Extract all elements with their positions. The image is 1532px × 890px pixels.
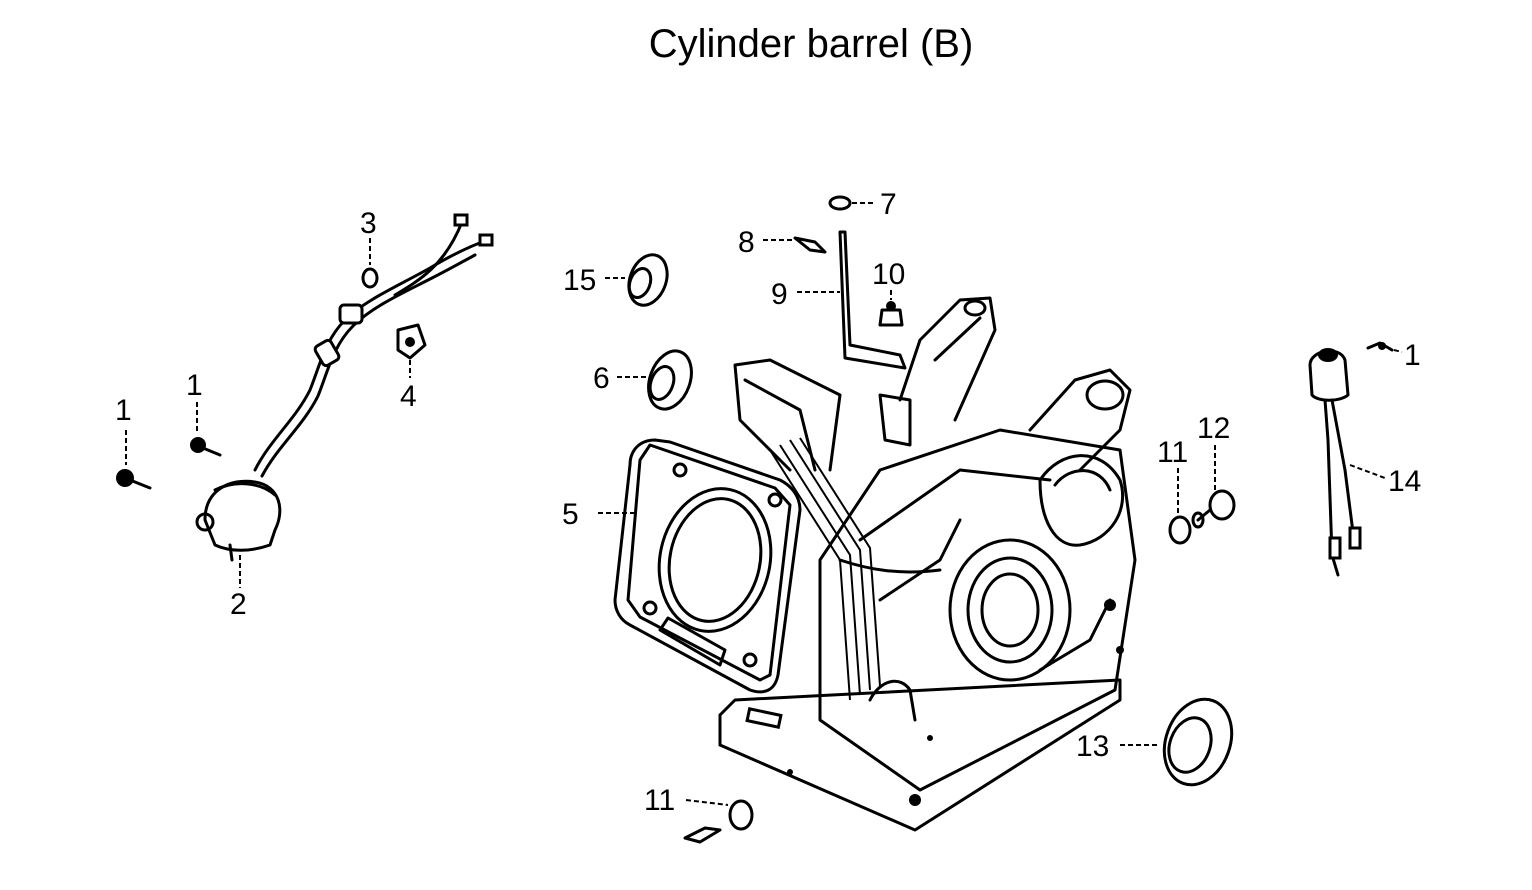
ignition-wire-part xyxy=(253,213,494,478)
dowel-part xyxy=(1168,515,1192,545)
callout-1: 1 xyxy=(186,369,203,402)
breather-tube-part xyxy=(838,230,907,370)
callout-11: 11 xyxy=(1157,436,1188,469)
callout-1: 1 xyxy=(1404,339,1421,372)
callout-11: 11 xyxy=(644,784,675,817)
bolt-part xyxy=(1366,341,1394,352)
callout-9: 9 xyxy=(771,278,788,311)
callout-7: 7 xyxy=(880,188,897,221)
oil-seal-part xyxy=(1162,697,1234,787)
cylinder-block-part xyxy=(718,296,1137,832)
callout-15: 15 xyxy=(563,264,596,297)
oil-seal-part xyxy=(647,349,693,411)
callout-4: 4 xyxy=(400,380,417,413)
ignition-coil-part xyxy=(195,479,282,562)
dowel-part xyxy=(728,799,754,831)
oil-seal-part xyxy=(627,253,669,307)
callout-2: 2 xyxy=(230,588,247,621)
plug-part xyxy=(878,301,904,327)
drain-bolt-part xyxy=(1191,489,1236,529)
callout-13: 13 xyxy=(1076,730,1109,763)
clip-part xyxy=(793,236,827,254)
callout-5: 5 xyxy=(562,498,579,531)
callout-10: 10 xyxy=(872,258,905,291)
leader-lines xyxy=(125,202,1403,806)
washer-part xyxy=(361,267,379,289)
callout-8: 8 xyxy=(738,226,755,259)
bolt-part xyxy=(116,469,152,490)
callout-3: 3 xyxy=(360,207,377,240)
cylinder-gasket-part xyxy=(613,438,802,694)
callout-1: 1 xyxy=(115,394,132,427)
bolt-part xyxy=(683,826,722,844)
callout-14: 14 xyxy=(1388,465,1421,498)
diagram-title: Cylinder barrel (B) xyxy=(648,22,974,66)
spacer-part xyxy=(396,323,427,360)
callout-6: 6 xyxy=(593,362,610,395)
bolt-part xyxy=(190,437,222,457)
callout-12: 12 xyxy=(1197,412,1230,445)
oil-sensor-part xyxy=(1308,348,1362,577)
washer-part xyxy=(828,195,852,211)
